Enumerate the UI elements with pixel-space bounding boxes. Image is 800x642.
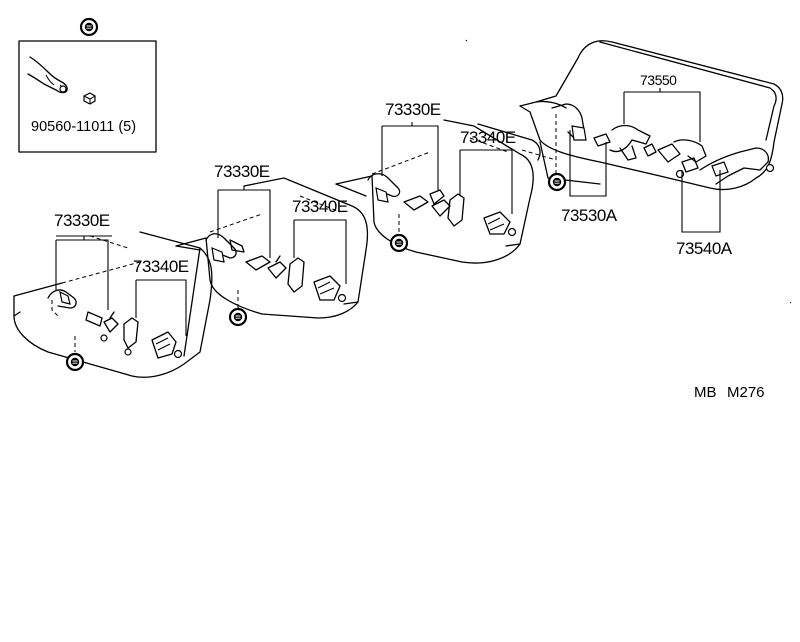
callout-row2-buckle: 73340E — [292, 197, 348, 216]
callout-row2-belt: 73330E — [214, 162, 270, 181]
inset-box — [18, 40, 157, 153]
belt-assembly-row-1 — [47, 289, 183, 359]
callout-rear-belt-left: 73530A — [561, 206, 618, 225]
circled-bolt-icon — [547, 172, 567, 192]
callout-rear-buckle: 73550 — [640, 72, 677, 88]
circled-bolt-icon — [389, 233, 409, 253]
circled-bolt-icon — [65, 352, 85, 372]
callout-row3-belt: 73330E — [385, 100, 441, 119]
callout-row1-belt: 73330E — [54, 211, 110, 230]
callout-row3-buckle: 73340E — [460, 128, 516, 147]
belt-assembly-rear — [551, 103, 775, 185]
diagram-code-number: M276 — [727, 384, 765, 401]
seat-rear-bench — [519, 40, 784, 191]
callout-leaders — [55, 88, 721, 336]
circled-bolt-icon — [79, 17, 99, 37]
belt-assembly-row-2 — [205, 233, 347, 303]
circled-bolt-icon — [228, 307, 248, 327]
callout-rear-belt-right: 73540A — [676, 239, 733, 258]
seat-row-1 — [13, 231, 213, 378]
diagram-code-prefix: MB — [694, 384, 717, 401]
inset-part-label: 90560-11011 (5) — [31, 119, 136, 135]
seat-row-2 — [175, 177, 369, 319]
belt-assembly-row-3 — [367, 173, 517, 237]
callout-row1-buckle: 73340E — [133, 257, 189, 276]
